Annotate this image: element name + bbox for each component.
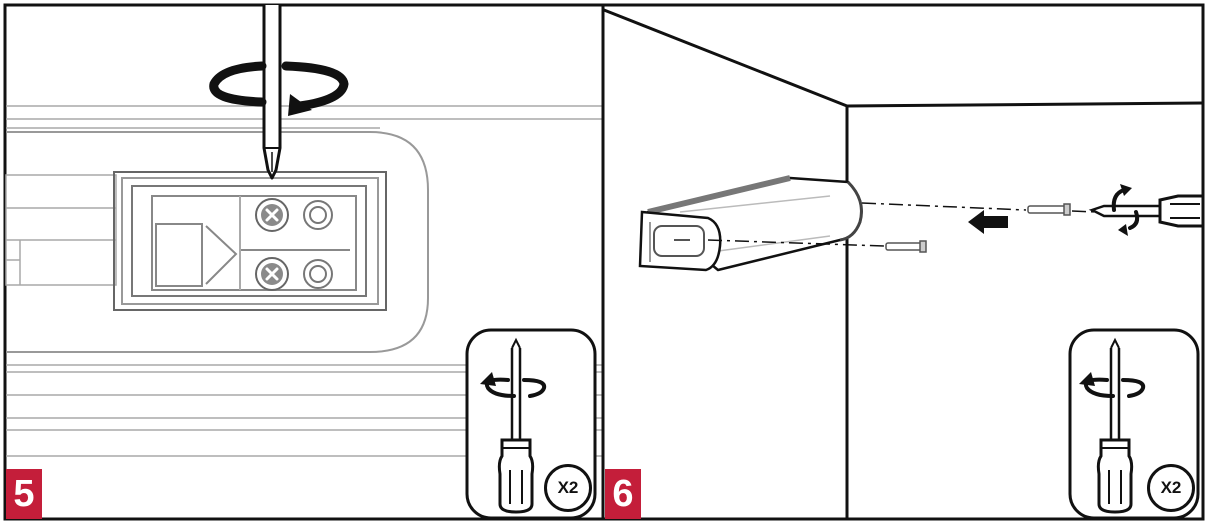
screwdriver-shaft bbox=[262, 5, 282, 180]
rotate-arrow-icon bbox=[209, 61, 349, 116]
mounting-screw-bottom bbox=[885, 240, 927, 253]
terminal-recess bbox=[6, 131, 429, 353]
light-bar bbox=[638, 175, 863, 272]
screwdriver-side bbox=[1088, 184, 1205, 236]
screwdriver-icon bbox=[480, 337, 547, 514]
step-number-badge: 6 bbox=[605, 469, 641, 519]
alignment-lines bbox=[707, 202, 1097, 247]
terminal-screw-top bbox=[255, 198, 289, 232]
wall-corner bbox=[603, 8, 1204, 518]
mounting-screw-top bbox=[1027, 203, 1071, 216]
panel-step-6 bbox=[601, 3, 1205, 521]
quantity-badge: X2 bbox=[544, 464, 592, 512]
step-number-badge: 5 bbox=[6, 469, 42, 519]
terminal-socket-top bbox=[303, 200, 333, 230]
terminal-socket-bottom bbox=[303, 259, 333, 289]
insert-arrow-icon bbox=[968, 210, 1008, 234]
terminal-screw-bottom bbox=[255, 257, 289, 291]
terminal-block bbox=[113, 171, 387, 311]
quantity-badge: X2 bbox=[1147, 464, 1195, 512]
screwdriver-icon bbox=[1079, 337, 1146, 514]
panel-step-5 bbox=[3, 3, 605, 521]
